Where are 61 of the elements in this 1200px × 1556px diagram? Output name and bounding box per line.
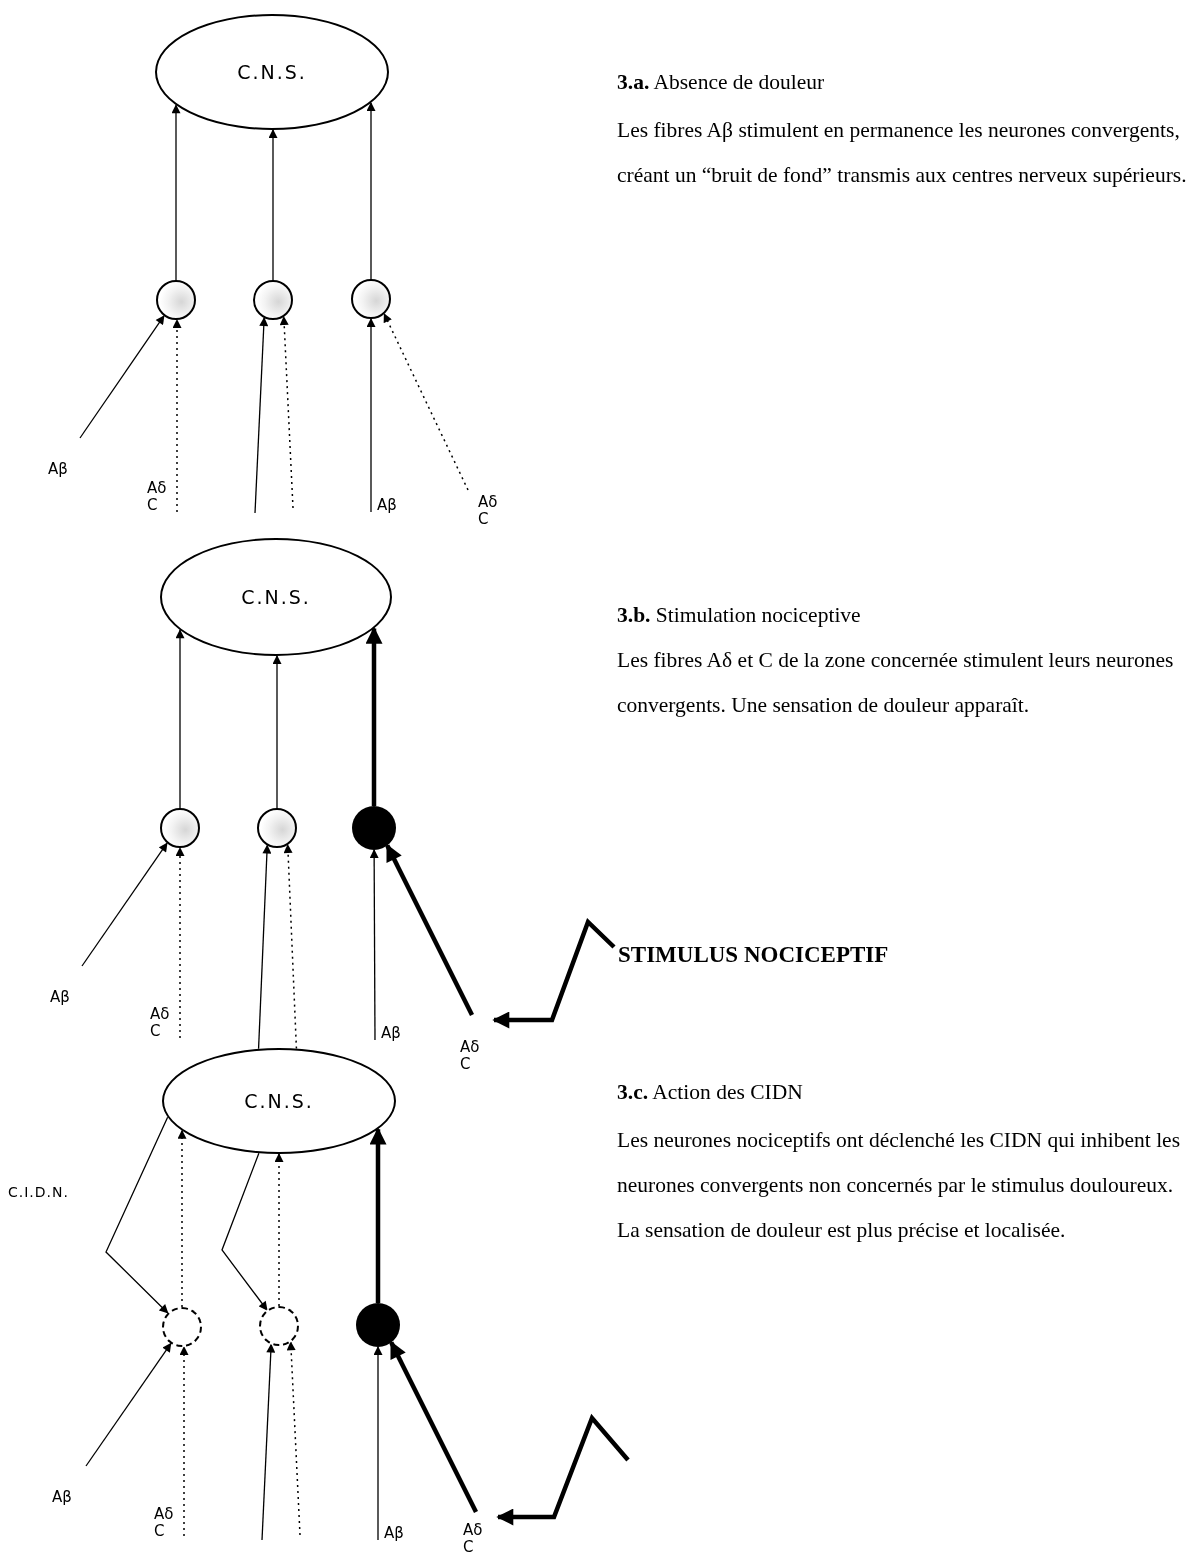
stimulus-label: STIMULUS NOCICEPTIF bbox=[618, 941, 889, 969]
arrow bbox=[221, 1152, 268, 1311]
arrow bbox=[172, 319, 182, 513]
fiber-label: Aδ C bbox=[478, 494, 499, 528]
arrow bbox=[274, 1153, 284, 1307]
neuron-circle bbox=[356, 1303, 400, 1347]
arrow bbox=[369, 849, 379, 1041]
arrow bbox=[177, 1129, 187, 1308]
stimulus-arrow bbox=[496, 1413, 630, 1526]
arrow bbox=[369, 1127, 387, 1303]
neuron-circle bbox=[257, 808, 297, 848]
cns-label: C.N.S. bbox=[244, 1091, 314, 1111]
cns-label: C.N.S. bbox=[237, 62, 307, 82]
arrow bbox=[389, 1341, 478, 1513]
stimulus-arrow bbox=[261, 1343, 276, 1541]
cns-label: C.N.S. bbox=[241, 587, 311, 607]
arrow bbox=[175, 847, 185, 1039]
arrow bbox=[383, 313, 469, 491]
arrow bbox=[257, 844, 272, 1050]
arrow bbox=[283, 844, 298, 1050]
arrow bbox=[175, 629, 185, 809]
neuron-circle bbox=[351, 279, 391, 319]
neuron-circle bbox=[352, 806, 396, 850]
description-text: Les fibres Aβ stimulent en permanence les neurones convergents, créant un “bruit de fond” transmis aux centres nerveux supérieurs. bbox=[617, 117, 1188, 189]
fiber-label: Aδ C bbox=[463, 1522, 484, 1556]
stimulus-arrow bbox=[279, 315, 294, 509]
neuron-circle bbox=[156, 280, 196, 320]
arrow bbox=[171, 104, 181, 281]
fiber-label: Aβ bbox=[384, 1525, 404, 1542]
fiber-label: Aβ bbox=[52, 1489, 72, 1506]
description-text: Les fibres Aδ et C de la zone concernée stimulent leurs neurones convergents. Une sensation de douleur apparaît. bbox=[617, 647, 1175, 719]
neuron-circle bbox=[253, 280, 293, 320]
arrow bbox=[179, 1346, 189, 1537]
neuron-circle bbox=[259, 1306, 299, 1346]
arrow bbox=[268, 129, 278, 281]
arrow bbox=[81, 842, 168, 967]
fiber-label: Aβ bbox=[381, 1025, 401, 1042]
arrow bbox=[79, 315, 165, 439]
fiber-label: Aδ C bbox=[147, 480, 168, 514]
stimulus-arrow bbox=[254, 317, 269, 514]
neuron-circle bbox=[162, 1307, 202, 1347]
arrow bbox=[385, 844, 474, 1016]
panel-heading: 3.c. Action des CIDN bbox=[617, 1080, 803, 1105]
neuron-circle bbox=[160, 808, 200, 848]
stimulus-arrow bbox=[286, 1341, 301, 1536]
arrow bbox=[366, 318, 376, 513]
fiber-label: Aδ C bbox=[460, 1039, 481, 1073]
fiber-label: Aβ bbox=[48, 461, 68, 478]
description-text: Les neurones nociceptifs ont déclenché les CIDN qui inhibent les neurones convergents non concernés par le stimulus douloureux. La sensation de douleur est plus précise et localisée. bbox=[617, 1127, 1182, 1244]
arrow bbox=[272, 655, 282, 809]
arrow bbox=[365, 626, 383, 806]
panel-heading: 3.b. Stimulation nociceptive bbox=[617, 603, 861, 628]
fiber-label: Aβ bbox=[377, 497, 397, 514]
panel-heading: 3.a. Absence de douleur bbox=[617, 70, 825, 95]
fiber-label: Aβ bbox=[50, 989, 70, 1006]
fiber-label: Aδ C bbox=[154, 1506, 175, 1540]
arrow bbox=[492, 918, 616, 1029]
arrow bbox=[85, 1342, 172, 1467]
arrow bbox=[366, 102, 376, 280]
fiber-label: Aδ C bbox=[150, 1006, 171, 1040]
arrow bbox=[373, 1346, 383, 1541]
